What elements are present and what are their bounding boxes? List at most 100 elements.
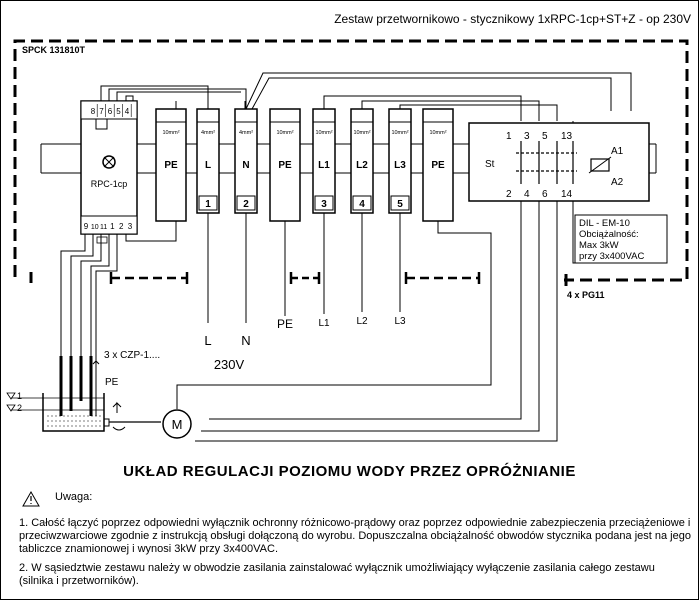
terminal-rating: 10mm² (391, 130, 408, 136)
terminal-block-6: 10mm² L3 5 (388, 108, 412, 214)
water-tank (6, 356, 161, 432)
terminal-block-5: 10mm² L2 4 (350, 108, 374, 214)
terminal-label: PE (164, 160, 178, 171)
supply-voltage: 230V (214, 357, 245, 372)
relay-bottom-terminal: 9 (84, 222, 89, 231)
contactor-top-terminal: 3 (524, 131, 530, 142)
terminal-block-7: 10mm² PE (422, 108, 454, 222)
terminal-block-2: 4mm² N 2 (234, 108, 258, 214)
pump-motor: M (162, 409, 192, 439)
contactor-bottom-terminal: 14 (561, 189, 573, 200)
terminal-rating: 10mm² (429, 130, 446, 136)
contactor: St (468, 122, 650, 202)
contactor-top-terminal: 1 (506, 131, 512, 142)
terminal-number: 2 (243, 199, 249, 210)
rpc-relay: RPC-1cp (80, 100, 138, 244)
spec-line-2: Obciążalność: (579, 229, 639, 240)
level-2-label: 2 (17, 403, 22, 413)
relay-top-terminal: 7 (99, 107, 104, 116)
relay-top-terminal: 8 (91, 107, 96, 116)
terminal-label: L (205, 160, 211, 171)
header-title: Zestaw przetwornikowo - stycznikowy 1xRP… (334, 12, 691, 26)
probe-labels: 3 x CZP-1.... PE 1 2 (17, 350, 160, 413)
relay-name: RPC-1cp (91, 179, 128, 189)
terminal-number: 1 (205, 199, 211, 210)
contactor-spec: DIL - EM-10 Obciążalność: Max 3kW przy 3… (574, 214, 668, 264)
terminal-body (155, 108, 187, 222)
contactor-bottom-terminal: 2 (506, 189, 512, 200)
supply-pe: PE (277, 317, 293, 331)
warning-row: Uwaga: (25, 491, 691, 504)
terminal-label: L2 (356, 160, 368, 171)
coil-a2: A2 (611, 177, 624, 188)
terminal-rating: 4mm² (239, 130, 253, 136)
terminal-body (196, 108, 220, 214)
supply-labels: L N 230V PE L1 L2 L3 (204, 316, 406, 372)
spec-line-1: DIL - EM-10 (579, 218, 630, 229)
terminal-label: PE (431, 160, 445, 171)
terminal-label: L3 (394, 160, 406, 171)
motor-symbol: M (172, 417, 183, 432)
enclosure-code: SPCK 131810T (22, 45, 86, 55)
supply-n: N (241, 333, 250, 348)
relay-bottom-terminal: 3 (128, 222, 133, 231)
supply-l2: L2 (356, 316, 368, 327)
diagram-title: UKŁAD REGULACJI POZIOMU WODY PRZEZ OPRÓŻ… (123, 463, 576, 480)
relay-top-terminal: 4 (125, 107, 130, 116)
spec-line-4: przy 3x400VAC (579, 251, 644, 262)
terminal-number-box (390, 195, 410, 211)
notes-section: Uwaga: 1. Całość łączyć poprzez odpowied… (19, 491, 691, 594)
terminal-number-box (352, 195, 372, 211)
relay-top-terminal: 6 (108, 107, 113, 116)
enclosure-outline (13, 39, 689, 282)
enclosure-glands: 4 x PG11 (567, 290, 605, 300)
terminal-rating: 10mm² (162, 130, 179, 136)
short-markers (109, 272, 481, 284)
terminal-body (388, 108, 412, 214)
relay-bottom-terminal: 10 (91, 224, 99, 231)
relay-bottom-terminal: 11 (100, 224, 107, 231)
terminal-block-3: 10mm² PE (269, 108, 301, 222)
supply-l3: L3 (394, 316, 406, 327)
terminal-label: L1 (318, 160, 330, 171)
terminal-number: 4 (359, 199, 365, 210)
terminal-label: N (242, 160, 249, 171)
contactor-name: St (485, 159, 495, 170)
coil-a1: A1 (611, 146, 624, 157)
spec-line-3: Max 3kW (579, 240, 619, 251)
terminal-rating: 4mm² (201, 130, 215, 136)
supply-l1: L1 (318, 318, 330, 329)
relay-top-terminal: 5 (116, 107, 121, 116)
terminal-number-box (198, 195, 218, 211)
contactor-bottom-terminal: 4 (524, 189, 530, 200)
terminal-number: 5 (397, 199, 403, 210)
note-2: 2. W sąsiedztwie zestawu należy w obwodz… (19, 562, 655, 587)
contactor-bottom-terminal: 6 (542, 189, 548, 200)
warning-label: Uwaga: (55, 491, 93, 503)
terminal-body (234, 108, 258, 214)
terminal-rating: 10mm² (353, 130, 370, 136)
level-1-label: 1 (17, 391, 22, 401)
terminal-body (269, 108, 301, 222)
probe-pe-label: PE (105, 377, 119, 388)
terminal-body (350, 108, 374, 214)
terminal-label: PE (278, 160, 292, 171)
terminal-body (312, 108, 336, 214)
terminal-number: 3 (321, 199, 327, 210)
terminal-block-1: 4mm² L 1 (196, 108, 220, 214)
relay-bottom-terminal: 2 (119, 222, 124, 231)
note-1: 1. Całość łączyć poprzez odpowiedni wyłą… (19, 517, 691, 555)
relay-bottom-terminal: 1 (110, 222, 115, 231)
terminal-blocks: 10mm²PE4mm²L14mm²N210mm²PE10mm²L1310mm²L… (155, 108, 454, 222)
terminal-number-box (236, 195, 256, 211)
terminal-number-box (314, 195, 334, 211)
terminal-rating: 10mm² (276, 130, 293, 136)
supply-l: L (204, 333, 211, 348)
terminal-block-0: 10mm² PE (155, 108, 187, 222)
contactor-top-terminal: 13 (561, 131, 573, 142)
